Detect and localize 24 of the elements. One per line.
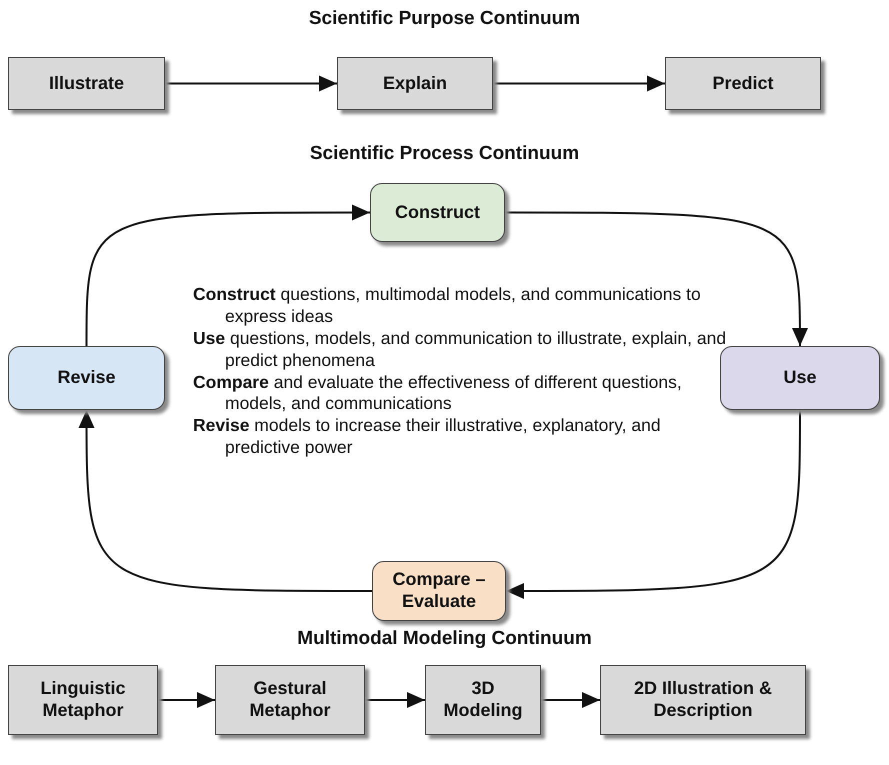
process-box: Linguistic Metaphor (8, 665, 158, 735)
arrow (158, 692, 215, 708)
process-box: 2D Illustration & Description (600, 665, 806, 735)
description-text: Revise models to increase their illustrative, explanatory, and predictive power (193, 415, 662, 459)
stage-box: Construct (370, 183, 505, 242)
process-box: 3D Modeling (425, 665, 541, 735)
process-box: Illustrate (8, 57, 165, 110)
process-box: Gestural Metaphor (215, 665, 365, 735)
process-box: Predict (665, 57, 821, 110)
arrow (541, 692, 600, 708)
process-box: Explain (337, 57, 493, 110)
section-heading: Scientific Process Continuum (308, 143, 580, 165)
section-heading: Multimodal Modeling Continuum (296, 628, 593, 650)
arrow (165, 76, 337, 92)
section-heading: Scientific Purpose Continuum (308, 8, 582, 30)
arrow (506, 410, 801, 599)
arrow (86, 204, 370, 346)
stage-box: Compare – Evaluate (372, 561, 506, 621)
stage-box: Revise (8, 346, 165, 410)
arrow (493, 76, 665, 92)
stage-box: Use (720, 346, 880, 410)
arrow (365, 692, 425, 708)
arrow (78, 410, 372, 592)
arrow (505, 212, 808, 346)
